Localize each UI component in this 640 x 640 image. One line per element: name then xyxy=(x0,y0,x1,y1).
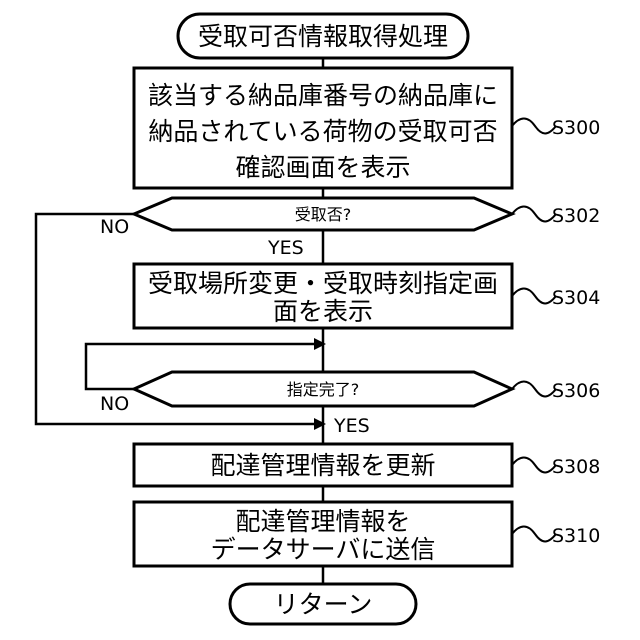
leader-s306 xyxy=(512,382,556,397)
start-label: 受取可否情報取得処理 xyxy=(198,22,448,51)
decision-s306-label: 指定完了? xyxy=(287,380,360,399)
step-s304-line-2: 面を表示 xyxy=(273,297,373,326)
label-s304: S304 xyxy=(552,287,600,309)
label-s310: S310 xyxy=(552,525,600,547)
leader-s302 xyxy=(512,207,556,222)
branch-no-s306: NO xyxy=(100,393,129,415)
label-s306: S306 xyxy=(552,380,600,402)
step-s310-line-2: データサーバに送信 xyxy=(211,535,436,564)
step-s308-label: 配達管理情報を更新 xyxy=(210,451,435,480)
decision-s302-label: 受取否? xyxy=(295,205,352,224)
branch-yes-s302: YES xyxy=(267,237,304,259)
step-s310-line-1: 配達管理情報を xyxy=(235,507,410,536)
label-s302: S302 xyxy=(552,205,600,227)
step-s300-line-1: 該当する納品庫番号の納品庫に xyxy=(148,81,498,110)
label-s308: S308 xyxy=(552,456,600,478)
branch-no-s302: NO xyxy=(100,216,129,238)
leader-s300 xyxy=(512,119,556,134)
leader-s304 xyxy=(512,289,556,304)
end-label: リターン xyxy=(274,590,373,619)
branch-yes-s306: YES xyxy=(333,415,370,437)
step-s300-line-3: 確認画面を表示 xyxy=(235,153,410,182)
leader-s308 xyxy=(512,458,556,473)
step-s304-line-1: 受取場所変更・受取時刻指定画 xyxy=(148,269,498,298)
leader-s310 xyxy=(512,527,556,542)
step-s300-line-2: 納品されている荷物の受取可否 xyxy=(148,117,497,146)
label-s300: S300 xyxy=(552,117,600,139)
